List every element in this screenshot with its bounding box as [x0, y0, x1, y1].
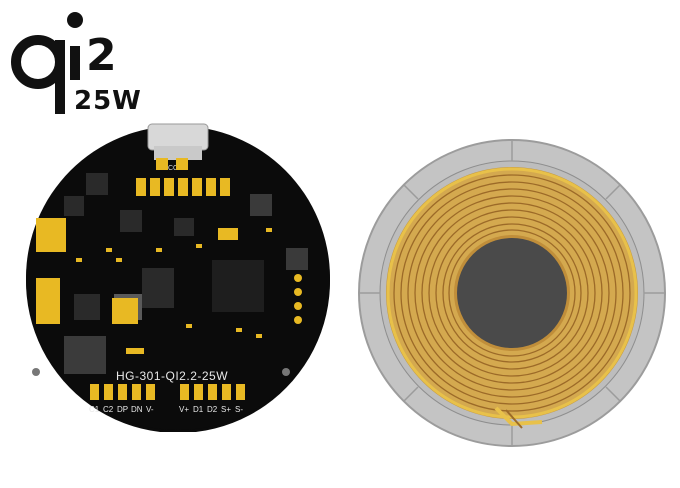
power-rating-label: 25W [74, 86, 142, 116]
qi2-logo: 2 25W [8, 6, 158, 121]
pin-label-c1: C1 [89, 405, 100, 414]
pin-label-sminus: S- [235, 405, 243, 414]
pin-label-d2: D2 [207, 405, 218, 414]
ferrite-core [457, 238, 567, 348]
ic-chip [120, 210, 142, 232]
frame-segments [359, 140, 665, 446]
ic-chip [286, 248, 308, 270]
inductor [64, 336, 106, 374]
main-controller-ic [212, 260, 264, 312]
pin-label-dn: DN [131, 405, 143, 414]
charging-coil-image [358, 139, 666, 447]
coil-windings [393, 174, 631, 412]
pin-label-dp: DP [117, 405, 128, 414]
capacitor-large [36, 278, 60, 324]
capacitor-large [36, 218, 66, 252]
coil-lead [494, 406, 543, 427]
pcb-board-image: COIL HG-301-QI2.2-25W [26, 123, 330, 432]
ic-chip [74, 294, 100, 320]
pin-label-d1: D1 [193, 405, 204, 414]
pin-label-vminus: V- [146, 405, 154, 414]
ic-chip [64, 196, 84, 216]
pin-label-splus: S+ [221, 405, 231, 414]
ic-chip [86, 173, 108, 195]
qi-logo-mark-icon [11, 12, 83, 114]
mounting-hole [32, 368, 40, 376]
test-pads [294, 274, 302, 324]
ic-chip [250, 194, 272, 216]
pin-label-vplus: V+ [179, 405, 189, 414]
pin-label-c2: C2 [103, 405, 114, 414]
qi-version-digit: 2 [86, 30, 117, 81]
model-label: HG-301-QI2.2-25W [116, 369, 228, 383]
pin-header [90, 384, 245, 400]
mounting-hole [282, 368, 290, 376]
capacitor-row [136, 178, 230, 196]
